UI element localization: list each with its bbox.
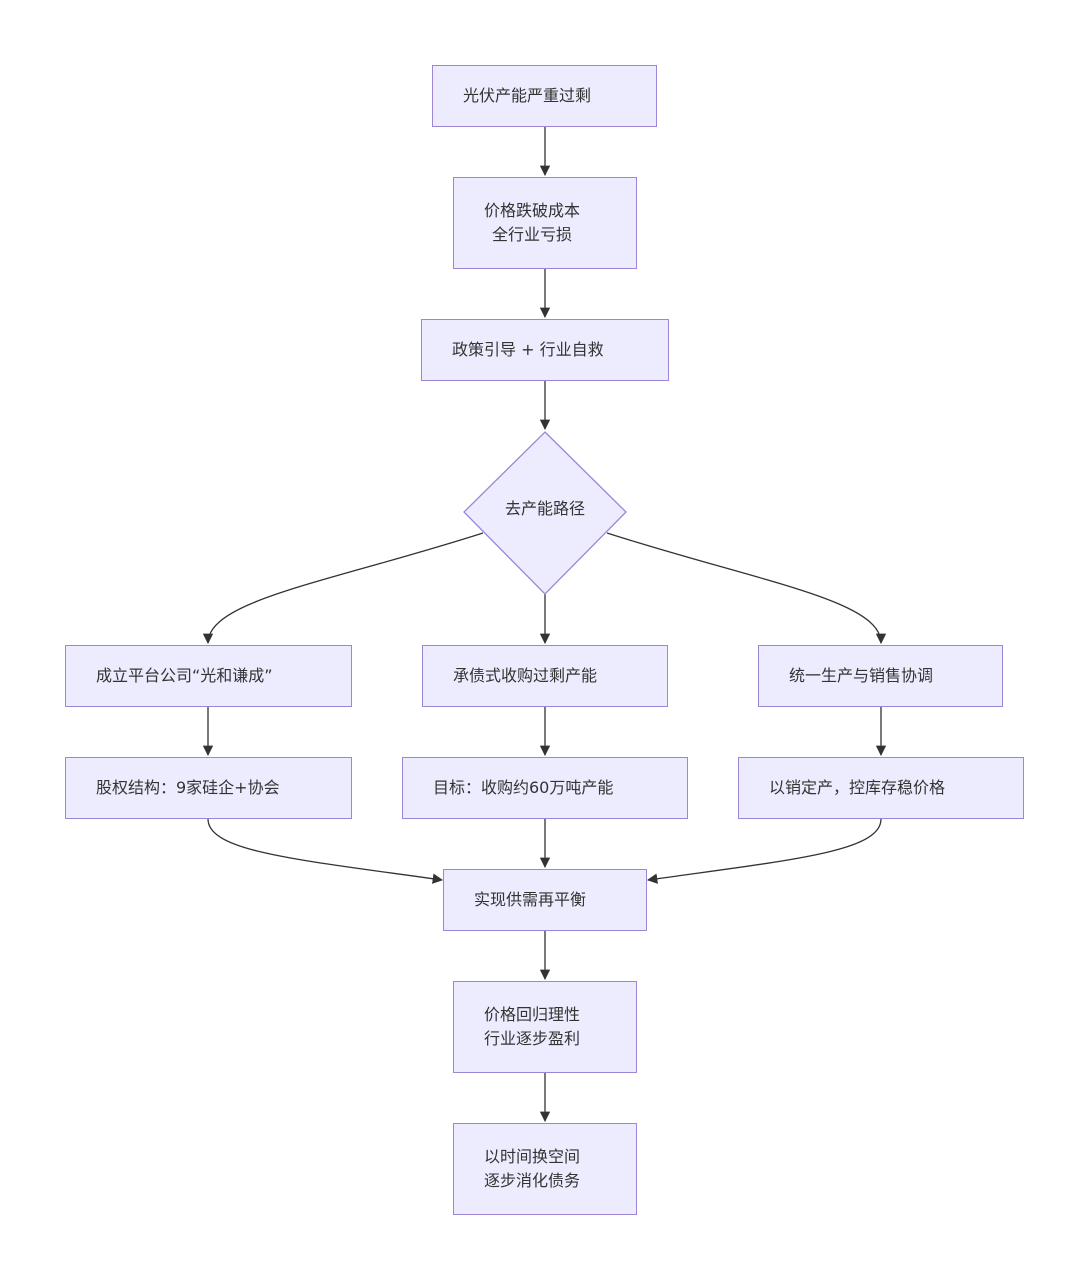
edge-decision-to-platform bbox=[202, 532, 484, 645]
node-time-for-space-line1: 以时间换空间 bbox=[484, 1147, 581, 1166]
node-sales-based-production: 以销定产，控库存稳价格 bbox=[738, 757, 1024, 819]
node-time-for-space-line2: 逐步消化债务 bbox=[484, 1171, 581, 1190]
node-price-rational-line2: 行业逐步盈利 bbox=[484, 1029, 581, 1048]
node-price-rational-line1: 价格回归理性 bbox=[484, 1005, 581, 1024]
edge-decision-to-coordination bbox=[606, 532, 887, 645]
node-price-rational: 价格回归理性 行业逐步盈利 bbox=[453, 981, 637, 1073]
node-equity-structure: 股权结构：9家硅企+协会 bbox=[65, 757, 352, 819]
node-rebalance-label: 实现供需再平衡 bbox=[474, 890, 587, 909]
node-price-below-cost: 价格跌破成本 全行业亏损 bbox=[453, 177, 637, 269]
node-target-acquire-label: 目标：收购约60万吨产能 bbox=[433, 778, 614, 797]
node-time-for-space: 以时间换空间 逐步消化债务 bbox=[453, 1123, 637, 1215]
decision-diamond bbox=[463, 431, 627, 595]
node-debt-acquisition-label: 承债式收购过剩产能 bbox=[453, 666, 598, 685]
node-platform-company: 成立平台公司“光和谦成” bbox=[65, 645, 352, 707]
node-overcapacity: 光伏产能严重过剩 bbox=[432, 65, 657, 127]
node-target-acquire: 目标：收购约60万吨产能 bbox=[402, 757, 688, 819]
decision-path-label: 去产能路径 bbox=[504, 499, 585, 518]
node-unified-coordination-label: 统一生产与销售协调 bbox=[789, 666, 934, 685]
edge-equity-to-rebalance bbox=[207, 818, 444, 884]
node-price-below-cost-line1: 价格跌破成本 bbox=[484, 201, 581, 220]
node-sales-based-production-label: 以销定产，控库存稳价格 bbox=[769, 778, 946, 797]
node-unified-coordination: 统一生产与销售协调 bbox=[758, 645, 1003, 707]
node-policy-selfrescue: 政策引导 + 行业自救 bbox=[421, 319, 669, 381]
node-overcapacity-label: 光伏产能严重过剩 bbox=[463, 86, 592, 105]
node-debt-acquisition: 承债式收购过剩产能 bbox=[422, 645, 668, 707]
node-rebalance: 实现供需再平衡 bbox=[443, 869, 647, 931]
node-policy-selfrescue-label: 政策引导 + 行业自救 bbox=[452, 340, 604, 359]
edge-sales-to-rebalance bbox=[646, 818, 882, 884]
node-platform-company-label: 成立平台公司“光和谦成” bbox=[96, 666, 273, 685]
node-equity-structure-label: 股权结构：9家硅企+协会 bbox=[96, 778, 280, 797]
node-price-below-cost-line2: 全行业亏损 bbox=[492, 225, 573, 244]
